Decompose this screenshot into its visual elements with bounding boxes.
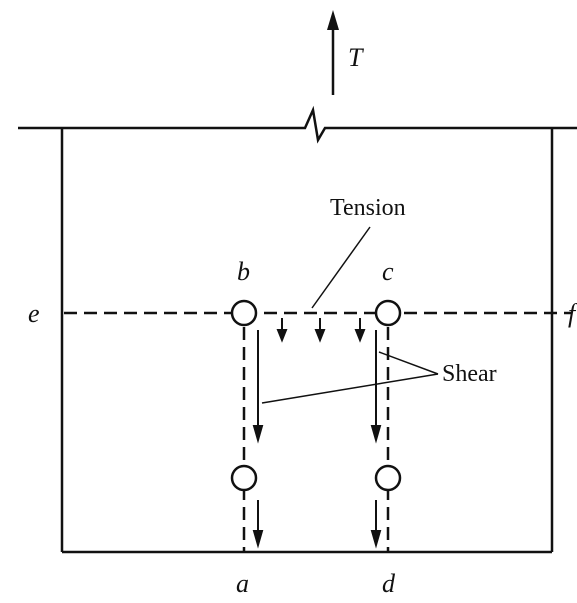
member-top-edge xyxy=(18,105,577,144)
point-c-label: c xyxy=(382,257,394,286)
shear-label: Shear xyxy=(442,361,497,387)
shear-stress-arrows xyxy=(252,330,382,549)
point-a-label: a xyxy=(236,569,249,598)
bolt-hole-lower-left xyxy=(230,464,258,492)
point-f-label: f xyxy=(568,299,577,328)
bolt-hole-b xyxy=(230,299,258,327)
tension-label: Tension xyxy=(330,195,406,221)
tension-leader-line xyxy=(311,226,371,309)
force-label: T xyxy=(348,43,364,72)
point-d-label: d xyxy=(382,569,396,598)
point-b-label: b xyxy=(237,257,250,286)
tension-stress-arrows xyxy=(276,318,366,343)
shear-leader-lines xyxy=(261,351,439,404)
point-e-label: e xyxy=(28,299,40,328)
bolt-hole-c xyxy=(374,299,402,327)
tension-force-arrow xyxy=(327,10,339,95)
bolt-hole-lower-right xyxy=(374,464,402,492)
plate-outline xyxy=(60,128,554,554)
